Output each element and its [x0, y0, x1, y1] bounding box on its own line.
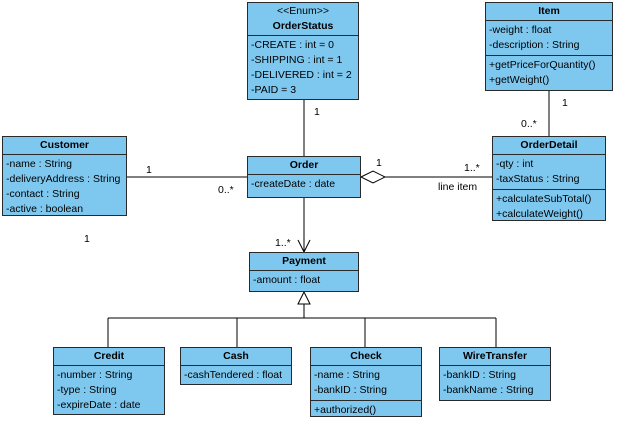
attribute: -name : String	[314, 369, 380, 381]
operation: +calculateWeight()	[496, 208, 584, 220]
multiplicity-orderstatus: 1	[314, 106, 320, 118]
attribute: -qty : int	[496, 158, 534, 170]
class-order[interactable]: Order -createDate : date	[247, 156, 361, 198]
attribute-section: -name : String -bankID : String	[311, 366, 421, 401]
class-name: Cash	[181, 348, 291, 366]
operation: +calculateSubTotal()	[496, 193, 592, 205]
attribute: -number : String	[57, 369, 133, 381]
class-name: Order	[248, 157, 360, 175]
attribute: -DELIVERED : int = 2	[251, 69, 352, 81]
class-check[interactable]: Check -name : String -bankID : String +a…	[310, 347, 422, 417]
attribute: -name : String	[6, 158, 72, 170]
class-header: <<Enum>> OrderStatus	[248, 3, 358, 36]
attribute: -contact : String	[6, 188, 80, 200]
stereotype: <<Enum>>	[277, 5, 329, 17]
operation-section: +authorized()	[311, 401, 421, 420]
class-name: Check	[311, 348, 421, 366]
class-name: Item	[486, 3, 612, 21]
class-name: Payment	[250, 253, 358, 271]
class-wiretransfer[interactable]: WireTransfer -bankID : String -bankName …	[439, 347, 551, 401]
attribute: -bankID : String	[314, 384, 387, 396]
attribute: -bankName : String	[443, 384, 534, 396]
attribute: -active : boolean	[6, 203, 84, 215]
attribute-section: -cashTendered : float	[181, 366, 291, 385]
attribute: -description : String	[489, 39, 580, 51]
attribute: -SHIPPING : int = 1	[251, 54, 343, 66]
class-item[interactable]: Item -weight : float -description : Stri…	[485, 2, 613, 91]
role-line-item: line item	[438, 181, 478, 193]
attribute: -PAID = 3	[251, 84, 297, 96]
class-cash[interactable]: Cash -cashTendered : float	[180, 347, 292, 385]
attribute: -cashTendered : float	[184, 369, 283, 381]
attribute-section: -createDate : date	[248, 175, 360, 194]
operation-section: +calculateSubTotal() +calculateWeight()	[493, 190, 605, 224]
operation-section: +getPriceForQuantity() +getWeight()	[486, 56, 612, 90]
operation: +authorized()	[314, 404, 377, 416]
class-name: OrderDetail	[493, 137, 605, 155]
multiplicity-order-side: 1	[376, 157, 382, 169]
operation: +getWeight()	[489, 74, 550, 86]
attribute-section: -weight : float -description : String	[486, 21, 612, 56]
operation: +getPriceForQuantity()	[489, 59, 596, 71]
class-credit[interactable]: Credit -number : String -type : String -…	[53, 347, 165, 415]
attribute: -bankID : String	[443, 369, 516, 381]
attribute: -weight : float	[489, 24, 552, 36]
attribute-section: -bankID : String -bankName : String	[440, 366, 550, 400]
multiplicity-customer: 1	[146, 164, 152, 176]
generalization-triangle	[297, 290, 311, 305]
attribute: -taxStatus : String	[496, 173, 580, 185]
attribute-section: -name : String -deliveryAddress : String…	[3, 155, 126, 219]
class-payment[interactable]: Payment -amount : float	[249, 252, 359, 292]
multiplicity-item-detail: 0..*	[521, 118, 537, 130]
attribute: -expireDate : date	[57, 399, 141, 411]
class-name: Customer	[3, 137, 126, 155]
attribute: -deliveryAddress : String	[6, 173, 121, 185]
attribute: -type : String	[57, 384, 117, 396]
attribute: -amount : float	[253, 274, 321, 286]
multiplicity-payment: 1..*	[275, 237, 291, 249]
multiplicity-item: 1	[562, 97, 568, 109]
multiplicity-customer-payment: 1	[84, 233, 90, 245]
attribute-section: -number : String -type : String -expireD…	[54, 366, 164, 415]
class-customer[interactable]: Customer -name : String -deliveryAddress…	[2, 136, 127, 216]
class-orderdetail[interactable]: OrderDetail -qty : int -taxStatus : Stri…	[492, 136, 606, 221]
class-name: OrderStatus	[272, 20, 334, 32]
aggregation-diamond	[359, 170, 387, 184]
multiplicity-orderdetail: 1..*	[464, 162, 480, 174]
multiplicity-customer-order: 0..*	[218, 184, 234, 196]
class-orderstatus[interactable]: <<Enum>> OrderStatus -CREATE : int = 0 -…	[247, 2, 359, 100]
class-name: WireTransfer	[440, 348, 550, 366]
attribute-section: -qty : int -taxStatus : String	[493, 155, 605, 190]
attribute: -createDate : date	[251, 178, 336, 190]
attribute-section: -CREATE : int = 0 -SHIPPING : int = 1 -D…	[248, 36, 358, 100]
attribute: -CREATE : int = 0	[251, 39, 334, 51]
attribute-section: -amount : float	[250, 271, 358, 290]
class-name: Credit	[54, 348, 164, 366]
